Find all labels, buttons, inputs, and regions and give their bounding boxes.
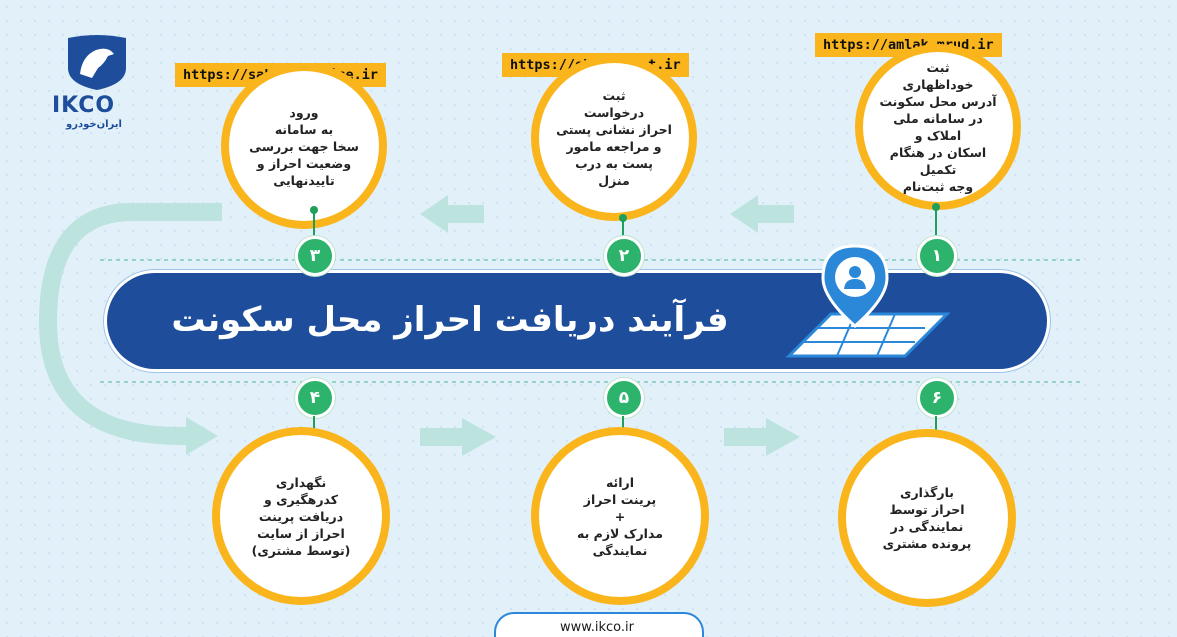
step-1-circle: ثبت خوداظهاری آدرس محل سکونت در سامانه م… (855, 44, 1021, 210)
step-5-number: ۵ (604, 378, 644, 418)
arrow-curve-head-icon (176, 417, 218, 455)
step-5-circle: ارائه پرینت احراز + مدارک لازم به نمایند… (531, 427, 709, 605)
step-1-text: ثبت خوداظهاری آدرس محل سکونت در سامانه م… (879, 60, 997, 194)
arrow-left-2-icon (420, 195, 484, 233)
step-1-number: ۱ (917, 236, 957, 276)
step-2-circle: ثبت درخواست احراز نشانی پستی و مراجعه ما… (531, 55, 697, 221)
step-4-text: نگهداری کدرهگیری و دریافت پرینت احراز از… (251, 474, 351, 558)
step-3-number: ۳ (295, 236, 335, 276)
logo-subtitle: ایران‌خودرو (66, 119, 122, 130)
page-title: فرآیند دریافت احراز محل سکونت (171, 300, 729, 340)
logo-brand: IKCO (52, 93, 116, 118)
step-6-number: ۶ (917, 378, 957, 418)
step-6-text: بارگذاری احراز توسط نمایندگی در پرونده م… (882, 485, 972, 551)
arrow-right-2-icon (724, 418, 800, 456)
footer-url[interactable]: www.ikco.ir (560, 620, 634, 635)
step-3-circle: ورود به سامانه سخا جهت بررسی وضعیت احراز… (221, 63, 387, 229)
arrow-left-1-icon (730, 195, 794, 233)
step-4-number: ۴ (295, 378, 335, 418)
map-location-pin-icon (785, 244, 950, 358)
step-2-text: ثبت درخواست احراز نشانی پستی و مراجعه ما… (556, 88, 672, 188)
step-5-text: ارائه پرینت احراز + مدارک لازم به نمایند… (577, 474, 663, 558)
step-6-circle: بارگذاری احراز توسط نمایندگی در پرونده م… (838, 429, 1016, 607)
curved-connector (38, 203, 222, 445)
arrow-right-1-icon (420, 418, 496, 456)
step-3-text: ورود به سامانه سخا جهت بررسی وضعیت احراز… (249, 104, 359, 188)
footer-tab (494, 612, 704, 637)
step-2-number: ۲ (604, 236, 644, 276)
step-4-circle: نگهداری کدرهگیری و دریافت پرینت احراز از… (212, 427, 390, 605)
ikco-horse-shield-icon (68, 35, 126, 90)
